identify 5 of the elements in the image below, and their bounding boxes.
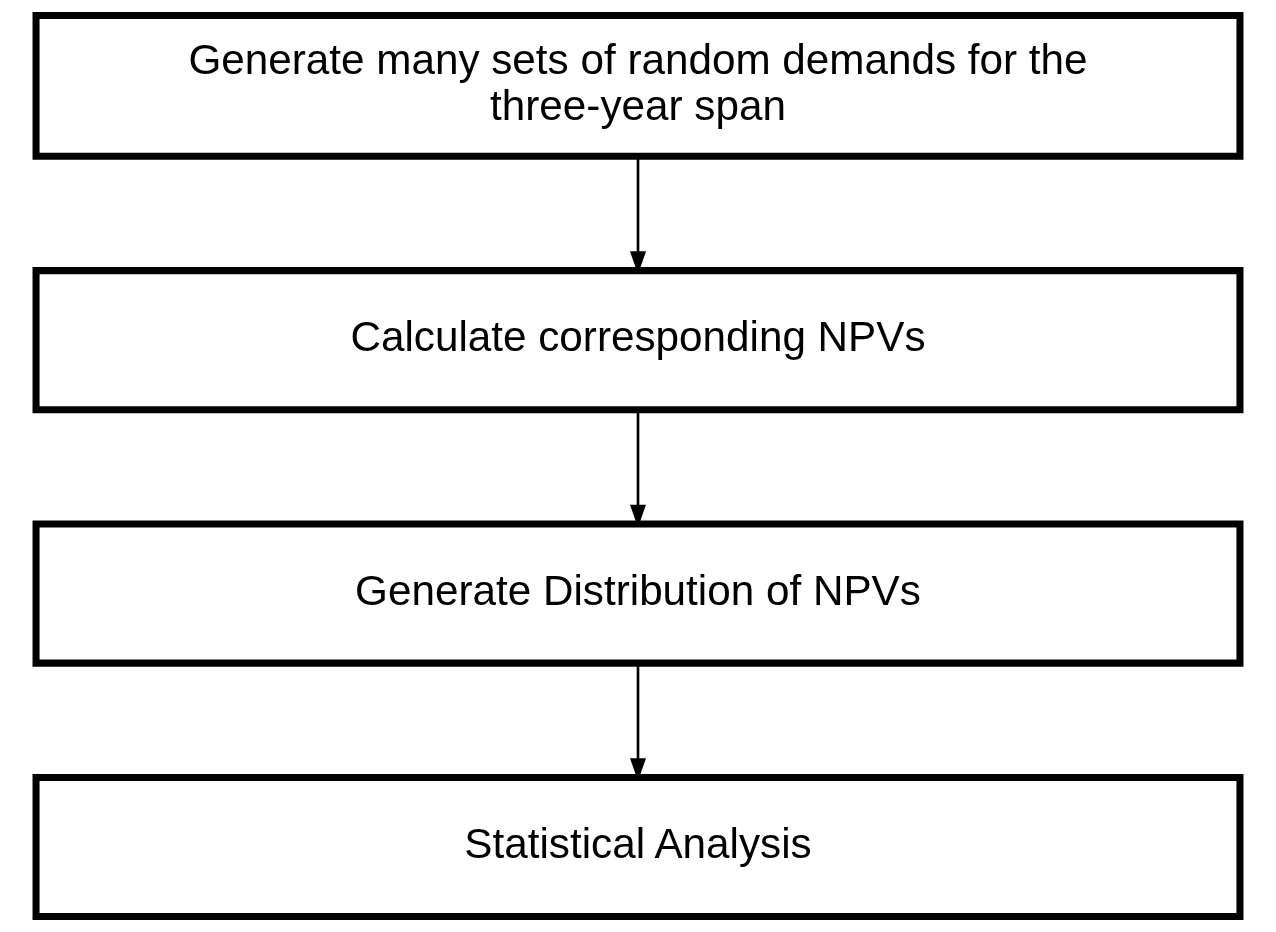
arrow — [629, 410, 647, 528]
node-box: Generate Distribution of NPVs — [32, 520, 1244, 667]
node-box: Statistical Analysis — [32, 774, 1244, 921]
node-box: Calculate corresponding NPVs — [32, 267, 1244, 414]
node-box: Generate many sets of random demands for the three-year span — [32, 11, 1244, 160]
